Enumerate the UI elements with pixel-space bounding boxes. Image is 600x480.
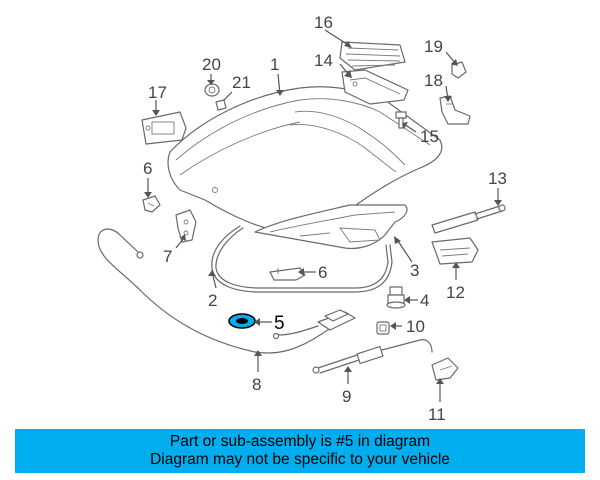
callout-12: 12 <box>446 283 465 302</box>
banner-line-1: Part or sub-assembly is #5 in diagram <box>169 433 431 450</box>
vent-grille-16 <box>339 41 406 71</box>
callout-9: 9 <box>342 387 351 406</box>
callout-1: 1 <box>270 55 279 74</box>
callout-5: 5 <box>274 313 285 334</box>
bolt-4 <box>386 286 406 309</box>
hood-inner-frame <box>254 204 408 250</box>
callout-numbers: 1 2 3 4 5 6 6 7 8 9 10 11 12 13 14 15 16… <box>143 13 507 424</box>
hinge-assembly-12 <box>431 237 479 265</box>
gas-spring-13 <box>431 204 506 234</box>
emblem-20 <box>204 83 220 97</box>
bumper-10 <box>376 321 390 335</box>
callout-4: 4 <box>420 291 429 310</box>
bracket-6b <box>269 267 306 281</box>
banner-line-2: Diagram may not be specific to your vehi… <box>150 451 450 468</box>
bracket-18 <box>439 95 471 125</box>
callout-18: 18 <box>424 71 443 90</box>
parts-diagram: 1 2 3 4 5 6 6 7 8 9 10 11 12 13 14 15 16… <box>97 13 507 424</box>
hood-panel <box>167 86 443 237</box>
callout-3: 3 <box>410 261 419 280</box>
callout-6a: 6 <box>143 159 152 178</box>
latch-bracket-6a <box>142 195 161 213</box>
hood-latch-7 <box>175 209 197 243</box>
leader-lines <box>144 29 502 402</box>
callout-6b: 6 <box>318 263 327 282</box>
callout-10: 10 <box>406 317 425 336</box>
gas-strut-9 <box>312 339 433 374</box>
hinge-11 <box>431 357 459 381</box>
callout-16: 16 <box>314 13 333 32</box>
callout-8: 8 <box>252 375 261 394</box>
callout-21: 21 <box>232 73 251 92</box>
callout-13: 13 <box>488 169 507 188</box>
callout-7: 7 <box>163 247 172 266</box>
callout-20: 20 <box>202 55 221 74</box>
callout-19: 19 <box>424 37 443 56</box>
highlighted-part-5 <box>228 313 256 329</box>
callout-11: 11 <box>428 405 446 424</box>
callout-14: 14 <box>314 51 333 70</box>
info-banner: Part or sub-assembly is #5 in diagram Di… <box>15 429 585 473</box>
callout-15: 15 <box>420 127 439 146</box>
long-cable <box>97 228 341 354</box>
clip-19 <box>451 61 467 79</box>
clip-21 <box>215 99 227 111</box>
release-cable <box>211 225 393 293</box>
bracket-17 <box>141 111 187 145</box>
cable-connector <box>272 309 356 340</box>
callout-2: 2 <box>208 291 217 310</box>
vent-bracket-14 <box>341 69 409 105</box>
callout-17: 17 <box>148 83 167 102</box>
